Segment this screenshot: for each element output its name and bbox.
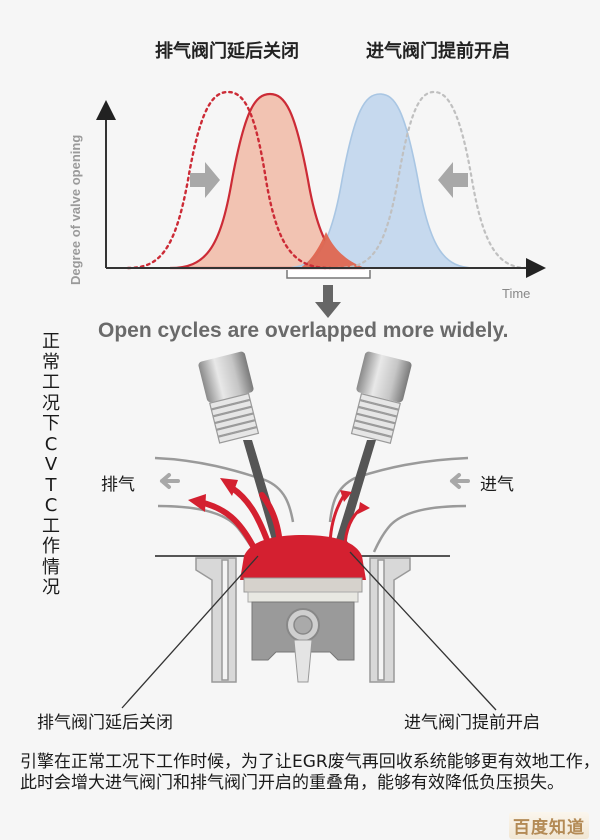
- shift-right-arrow-icon: [190, 162, 220, 198]
- chart-title-exhaust: 排气阀门延后关闭: [155, 41, 299, 62]
- vchar: 下: [42, 413, 60, 434]
- vchar: V: [44, 454, 58, 475]
- valve-timing-chart: [96, 90, 546, 318]
- exhaust-valve-delayed-close-label: 排气阀门延后关闭: [37, 713, 173, 733]
- exhaust-original-dotted-curve: [126, 90, 332, 270]
- vchar: T: [45, 474, 57, 496]
- piston: [243, 577, 363, 683]
- vchar: C: [44, 495, 58, 516]
- intake-valve-leader-line: [349, 551, 497, 711]
- vchar: 情: [42, 556, 60, 578]
- intake-flow-arrowhead-icon: [358, 502, 370, 514]
- description-text: 引擎在正常工况下工作时候，为了让EGR废气再回收系统能够更有效地工作，此时会增大…: [20, 752, 600, 793]
- vchar: 正: [42, 331, 60, 352]
- exhaust-flow-arrowhead-icon: [188, 494, 206, 512]
- vchar: 工: [42, 372, 60, 393]
- intake-original-dotted-curve: [336, 90, 530, 270]
- intake-advanced-curve: [284, 93, 476, 269]
- down-arrow-icon: [315, 285, 341, 318]
- exhaust-label: 排气: [101, 475, 135, 495]
- chart-caption: Open cycles are overlapped more widely.: [98, 319, 509, 342]
- vchar: 作: [42, 536, 60, 557]
- vchar: 况: [42, 577, 60, 598]
- intake-label: 进气: [480, 475, 514, 495]
- cylinder-wall-right: [369, 557, 411, 683]
- intake-valve: [316, 351, 412, 552]
- chart-title-intake: 进气阀门提前开启: [366, 41, 510, 62]
- combustion-chamber: [240, 535, 366, 580]
- vchar: 工: [42, 515, 60, 537]
- vchar: C: [44, 433, 58, 455]
- vertical-section-label: 正 常 工 况 下 C V T C 工 作 情 况: [40, 331, 62, 599]
- intake-in-arrow-icon: [450, 473, 470, 489]
- exhaust-flow-arrowhead-icon: [220, 478, 238, 496]
- x-axis-label: Time: [502, 286, 531, 301]
- baidu-zhidao-watermark: 百度知道: [509, 812, 589, 839]
- vchar: 常: [42, 351, 60, 373]
- intake-valve-advanced-open-label: 进气阀门提前开启: [404, 713, 540, 733]
- shift-left-arrow-icon: [438, 162, 468, 198]
- vchar: 况: [42, 392, 60, 414]
- intake-flow-arrowhead-icon: [340, 490, 352, 502]
- overlap-region: [300, 232, 365, 268]
- cylinder-wall-left: [195, 557, 237, 683]
- exhaust-out-arrow-icon: [160, 473, 180, 489]
- exhaust-valve-leader-line: [121, 555, 259, 709]
- overlap-bracket: [286, 270, 371, 279]
- exhaust-valve: [198, 351, 300, 552]
